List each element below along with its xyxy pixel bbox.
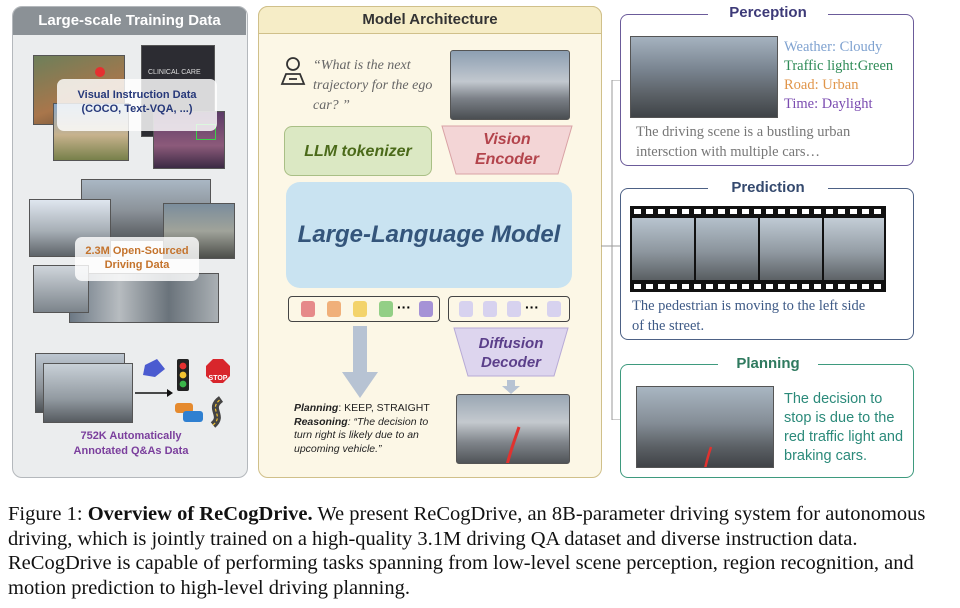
token-orange (327, 301, 341, 317)
qa-photo-front (43, 363, 133, 423)
vision-encoder-shape (441, 125, 573, 175)
time-attribute: Time: Daylight (784, 96, 873, 112)
llm-tokenizer-block: LLM tokenizer (284, 126, 432, 176)
film-holes-bottom (634, 284, 882, 289)
film-frame-4 (824, 218, 884, 280)
camera-input-image (450, 50, 570, 120)
prediction-film-strip (630, 206, 886, 292)
figure-caption: Figure 1: Overview of ReCogDrive. We pre… (8, 502, 952, 600)
down-arrow-icon (342, 326, 378, 398)
vision-encoder-line2: Encoder (474, 151, 539, 168)
action-token-1 (459, 301, 473, 317)
user-question: “What is the next trajectory for the ego… (313, 58, 433, 113)
user-driver-icon (280, 57, 306, 85)
trajectory-output-image (456, 394, 570, 464)
perception-image (630, 36, 778, 118)
planning-description: The decision to stop is due to the red t… (784, 391, 904, 464)
planning-image (636, 386, 774, 468)
film-frame-3 (760, 218, 822, 280)
action-token-2 (483, 301, 497, 317)
stop-sign-text: STOP (208, 375, 228, 382)
small-down-arrow-icon (502, 380, 520, 394)
action-token-ellipsis: ··· (525, 299, 539, 315)
action-token-4 (547, 301, 561, 317)
vision-encoder-block: Vision Encoder (440, 124, 574, 176)
model-architecture-title: Model Architecture (258, 6, 602, 34)
action-token-sequence: ··· (448, 296, 570, 322)
trajectory-path (505, 426, 521, 463)
action-token-3 (507, 301, 521, 317)
arrow-icon (135, 389, 173, 397)
training-data-title: Large-scale Training Data (13, 7, 246, 35)
annotated-qa-line2: Annotated Q&As Data (73, 445, 189, 457)
prediction-title: Prediction (708, 179, 828, 196)
diffusion-decoder-line1: Diffusion (478, 335, 544, 352)
planning-trajectory-path (704, 446, 713, 467)
caption-title: Overview of ReCogDrive. (87, 503, 313, 525)
stop-sign-icon (206, 359, 230, 383)
qa-icons (135, 359, 230, 428)
open-sourced-label: 2.3M Open-Sourced Driving Data (75, 237, 199, 281)
driving-photo-4 (69, 273, 219, 323)
visual-instruction-line1: Visual Instruction Data (77, 89, 197, 101)
diffusion-decoder-shape (453, 327, 569, 377)
visual-instruction-line2: (COCO, Text-VQA, ...) (81, 103, 193, 115)
diffusion-decoder-line2: Decoder (480, 354, 542, 371)
film-frame-2 (696, 218, 758, 280)
vision-encoder-line1: Vision (483, 131, 531, 148)
token-red (301, 301, 315, 317)
traffic-light-attribute: Traffic light:Green (784, 58, 894, 74)
poster-text: CLINICAL CARE (148, 69, 201, 76)
planning-value: : KEEP, STRAIGHT (338, 402, 430, 414)
training-data-panel: Large-scale Training Data CLINICAL CARE … (12, 6, 248, 478)
film-holes-top (634, 209, 882, 214)
connector-lines (601, 80, 622, 420)
reasoning-label: Reasoning (294, 415, 348, 428)
large-language-model-block: Large-Language Model (286, 182, 572, 288)
perception-attributes: Weather: Cloudy Traffic light:Green Road… (784, 38, 912, 114)
planning-title: Planning (718, 355, 818, 372)
road-attribute: Road: Urban (784, 77, 859, 93)
curved-road-icon (210, 396, 224, 428)
reasoning-value: : “The decision to turn right is likely … (294, 415, 429, 455)
diffusion-decoder-block: Diffusion Decoder (452, 326, 570, 378)
model-logo-icon (143, 359, 165, 377)
caption-label: Figure 1: (8, 503, 88, 525)
open-sourced-line2: Driving Data (104, 259, 170, 271)
traffic-light-icon (177, 359, 189, 391)
red-traffic-light-dot (95, 67, 105, 77)
perception-description: The driving scene is a bustling urban in… (636, 124, 851, 160)
annotated-qa-line1: 752K Automatically (80, 430, 182, 442)
planning-label: Planning (294, 402, 339, 414)
caption-text: We present ReCogDrive, an 8B-parameter d… (8, 503, 926, 599)
cars-icon (175, 403, 203, 422)
visual-instruction-label: Visual Instruction Data (COCO, Text-VQA,… (57, 79, 217, 131)
text-token-sequence: ··· (288, 296, 440, 322)
token-yellow (353, 301, 367, 317)
weather-attribute: Weather: Cloudy (784, 39, 883, 55)
token-green (379, 301, 393, 317)
annotated-qa-label: 752K Automatically Annotated Q&As Data (43, 429, 219, 459)
film-frame-1 (632, 218, 694, 280)
open-sourced-line1: 2.3M Open-Sourced (85, 245, 189, 257)
prediction-description: The pedestrian is moving to the left sid… (632, 298, 866, 334)
perception-title: Perception (708, 4, 828, 21)
token-ellipsis: ··· (397, 299, 411, 315)
planning-reasoning-output: Planning: KEEP, STRAIGHT Reasoning: “The… (294, 402, 446, 456)
token-purple (419, 301, 433, 317)
